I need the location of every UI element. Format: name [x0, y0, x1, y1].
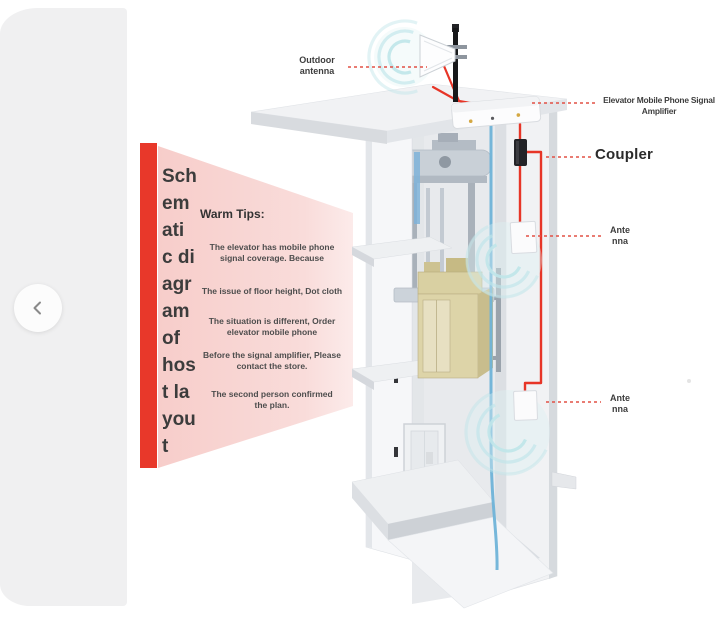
warm-tip-1: The elevator has mobile phone signal cov…	[209, 242, 335, 263]
carousel-prev-button[interactable]	[14, 284, 62, 332]
shaft-structure	[411, 102, 577, 604]
red-cable	[431, 64, 543, 394]
coupler-graphic	[514, 139, 527, 166]
pit	[351, 459, 554, 609]
landing-door	[403, 423, 446, 487]
warm-tip-2: The issue of floor height, Dot cloth	[201, 286, 343, 296]
warm-tip-5: The second person confirmed the plan.	[211, 389, 333, 410]
watermark-dot	[687, 379, 691, 383]
antenna-lower-graphic	[513, 390, 538, 421]
chevron-left-icon	[33, 301, 41, 315]
amplifier-label: Elevator Mobile Phone Signal Amplifier	[603, 95, 715, 116]
left-wall	[365, 122, 413, 561]
callout-leader-lines	[348, 66, 601, 403]
antenna-upper-label: Ante nna	[610, 225, 630, 247]
amplifier-graphic	[450, 96, 542, 129]
blue-cable	[489, 122, 499, 571]
roof-slab	[250, 83, 568, 144]
elevator-car	[393, 258, 501, 379]
antenna-upper-graphic	[509, 220, 538, 255]
machine-room	[396, 133, 492, 358]
outdoor-antenna-label: Outdoor antenna	[299, 55, 335, 77]
outdoor-antenna-graphic	[419, 24, 467, 102]
warm-tip-4: Before the signal amplifier, Please cont…	[203, 350, 341, 371]
coupler-label: Coupler	[595, 146, 654, 163]
floor-slabs	[351, 236, 453, 390]
vertical-title: Sch em ati c di agr am of hos t la you t	[162, 166, 197, 457]
signal-waves	[367, 19, 552, 476]
warm-tip-3: The situation is different, Order elevat…	[208, 316, 336, 337]
title-red-bar	[140, 143, 157, 468]
antenna-lower-label: Ante nna	[610, 393, 630, 415]
warm-tips-heading: Warm Tips:	[200, 207, 265, 221]
